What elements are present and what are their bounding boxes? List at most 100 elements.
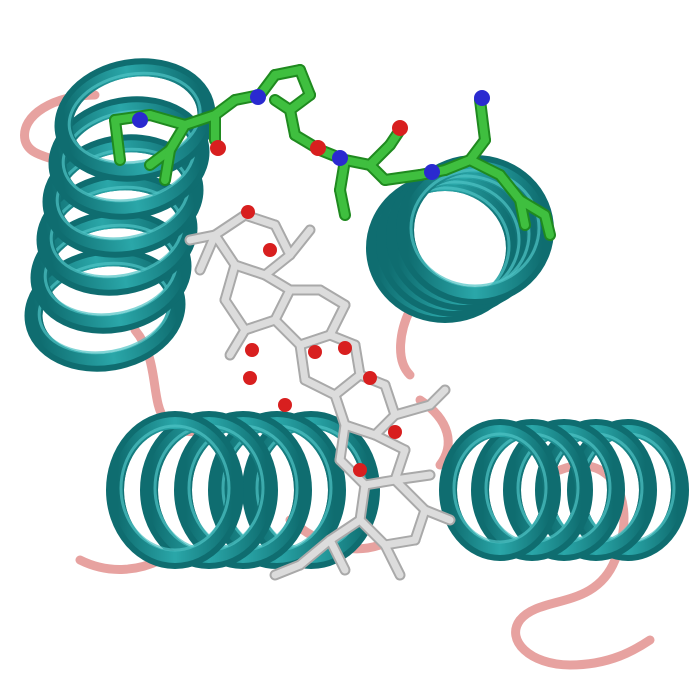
ligand-bond [271,561,304,579]
ligand-bond [356,516,389,549]
peptide-nitrogen-atom [474,90,490,106]
ligand-bond [351,341,364,379]
ligand-bond [226,326,249,359]
ligand-bond [331,371,364,399]
peptide-bond [516,196,529,229]
ligand-bond [381,536,419,549]
ligand-oxygen-atom [263,243,277,257]
helix-bottom-left-turn-highlight [119,424,231,552]
peptide-oxygen-atom [210,140,226,156]
ligand-oxygen-atom [388,425,402,439]
ligand-oxygen-atom [308,345,322,359]
ligand-bond [316,286,349,309]
ligand-oxygen-atom [243,371,257,385]
peptide-oxygen-atom [392,120,408,136]
ligand-bond [261,271,294,294]
ligand-bond [271,316,304,349]
ligand-bond [426,386,449,409]
peptide-bond [441,156,474,174]
helix-bottom-right-turn [445,425,555,555]
ligand-bond [356,481,369,524]
helix-bottom-left-turn [112,417,238,563]
ligand-bond [221,296,249,334]
peptide-bond [541,211,554,239]
peptide-nitrogen-atom [132,112,148,128]
ligand-bond [211,231,239,269]
ligand-bond [221,261,239,304]
ligand-bond [296,341,309,384]
helix-top-left-turn-highlight [67,71,202,165]
ligand-bond [196,231,219,274]
peptide-bond [366,141,394,169]
peptide-bond [296,66,314,99]
peptide-bond [336,156,349,194]
ligand-bond [391,446,409,484]
helix-top-left-turn [60,64,210,176]
ligand-bond [296,536,334,569]
ligand-sticks [184,205,456,581]
peptide-bond [341,156,374,169]
peptide-bond [211,96,239,119]
ligand-bond [296,331,334,349]
ligand-bond [421,506,454,524]
helix-bottom-right-turn-highlight [452,432,548,544]
ligand-bond [411,506,429,544]
ligand-oxygen-atom [353,463,367,477]
ligand-bond [271,221,294,259]
ligand-bond [326,331,359,349]
ligand-bond [301,376,339,399]
peptide-sticks [109,64,556,241]
peptide-bond [161,146,174,184]
ligand-bond [286,226,314,259]
helix-layer [24,58,689,569]
ligand-bond [271,286,294,324]
helix-top-right [366,155,554,323]
peptide-bond [181,111,219,129]
ligand-bond [371,411,399,439]
ligand-bond [336,421,349,464]
helix-top-left [24,58,216,372]
ligand-bond [391,471,434,484]
helix-top-right-turn-highlight [409,168,541,288]
ligand-oxygen-atom [245,343,259,357]
peptide-bond [166,121,189,154]
peptide-nitrogen-atom [424,164,440,180]
peptide-oxygen-atom [310,140,326,156]
peptide-bond [496,171,524,204]
ligand-bond [341,421,379,439]
ligand-bond [261,251,294,279]
peptide-nitrogen-atom [332,150,348,166]
ligand-bond [326,516,364,544]
helix-bottom-right [439,419,689,561]
peptide-nitrogen-atom [250,89,266,105]
ligand-bond [326,536,349,574]
ligand-oxygen-atom [363,371,377,385]
ligand-bond [381,541,404,579]
ligand-bond [391,401,434,419]
ligand-oxygen-atom [278,398,292,412]
ligand-bond [231,261,269,279]
peptide-bond [476,96,489,144]
peptide-bond [336,186,349,219]
peptide-bond [466,136,489,164]
ligand-bond [336,456,369,489]
peptide-bond [286,106,299,139]
peptide-bond [286,91,314,114]
peptide-bond [466,156,504,179]
ligand-bond [211,211,249,239]
ligand-bond [361,476,399,489]
peptide-bond [146,111,189,129]
ligand-bond [331,391,349,429]
ligand-bond [381,381,399,419]
peptide-bond [111,116,124,164]
peptide-bond [271,66,304,79]
ligand-bond [186,231,219,244]
ligand-bond [326,301,349,339]
ligand-oxygen-atom [241,205,255,219]
ligand-oxygen-atom [338,341,352,355]
ligand-bond [391,476,429,514]
peptide-bond [381,171,424,184]
ligand-bond [371,431,409,454]
